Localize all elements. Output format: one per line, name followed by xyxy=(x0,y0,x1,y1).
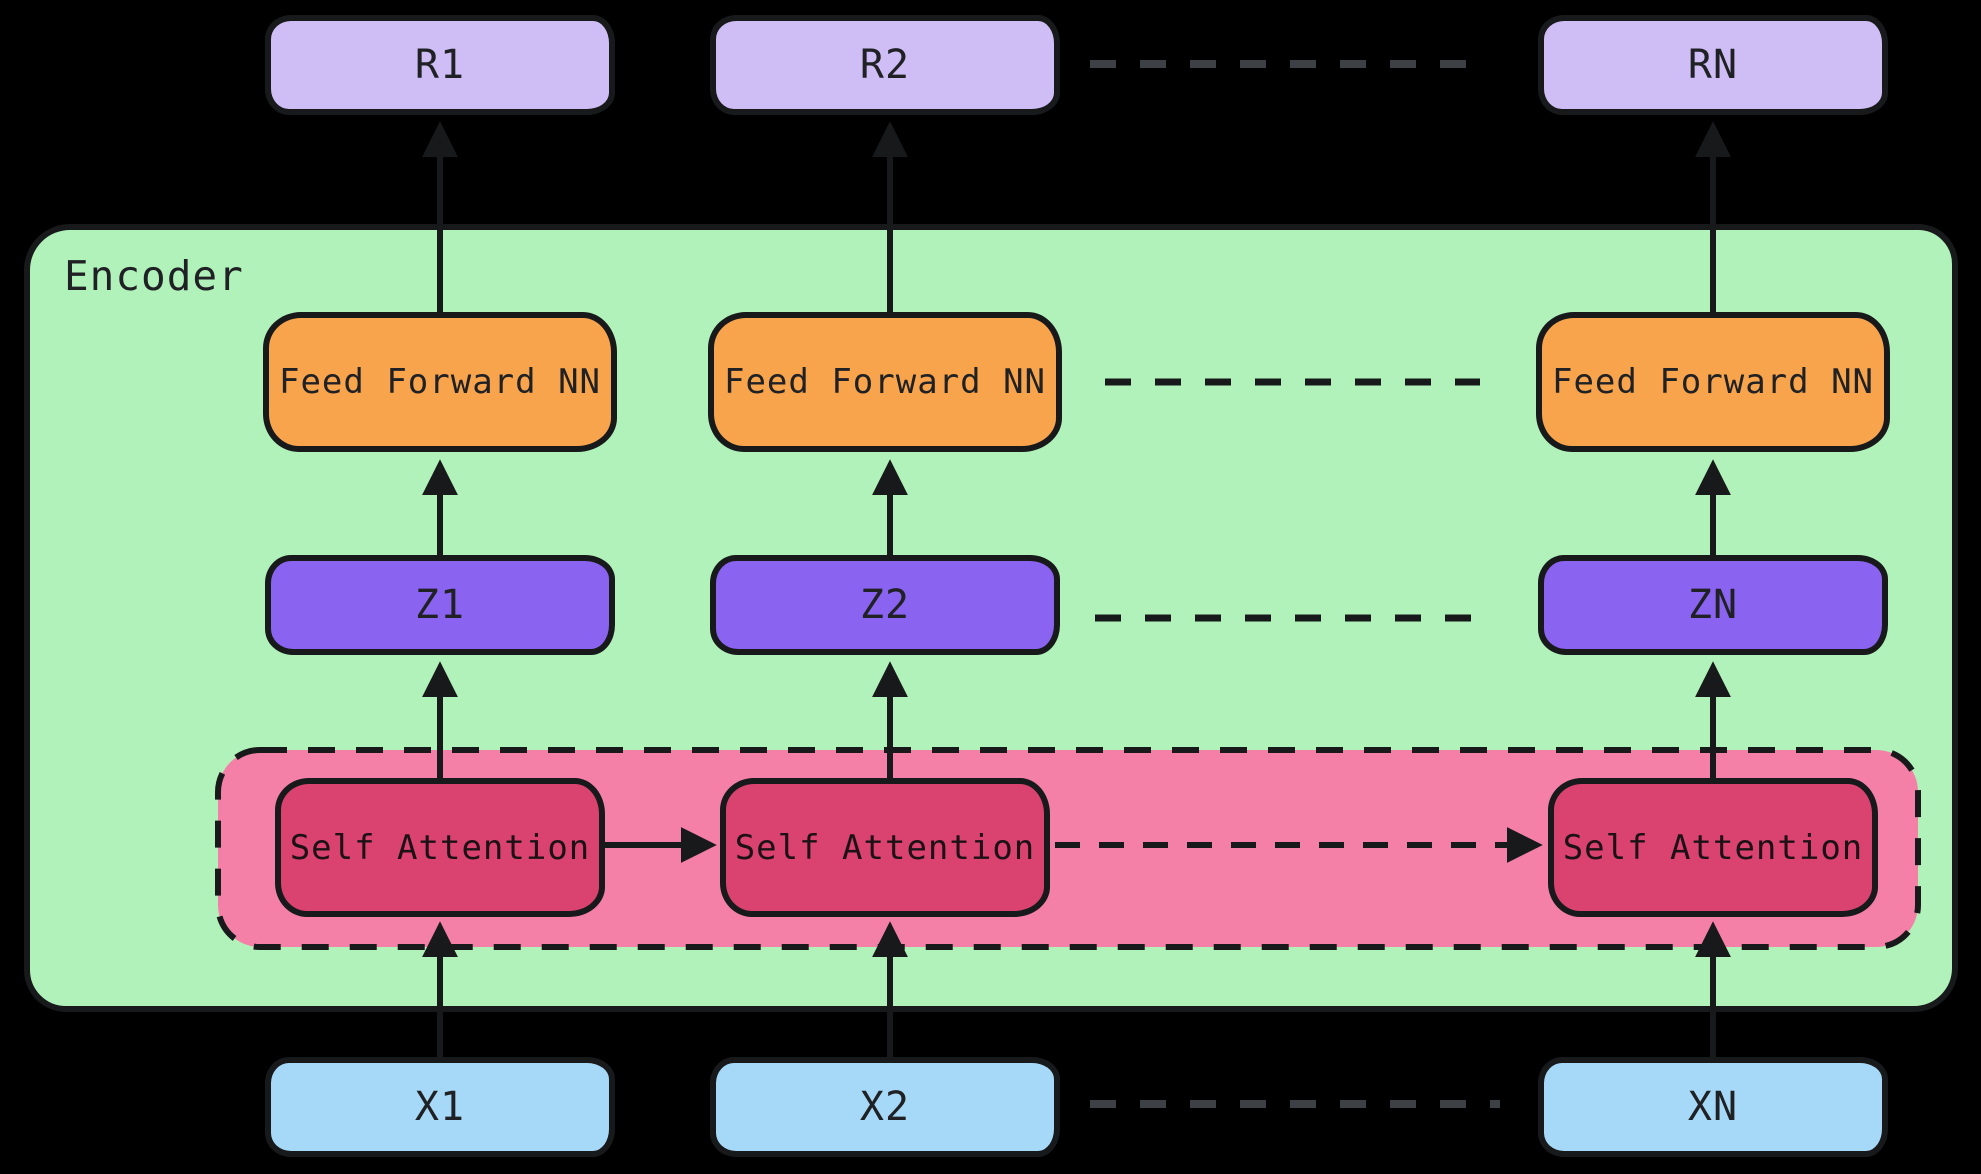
z-box-n: ZN xyxy=(1538,555,1888,655)
output-box-r1: R1 xyxy=(265,15,615,115)
input-box-x2: X2 xyxy=(710,1057,1060,1157)
z-box-1: Z1 xyxy=(265,555,615,655)
self-attention-box-1: Self Attention xyxy=(275,778,605,917)
input-box-x1: X1 xyxy=(265,1057,615,1157)
feed-forward-box-1: Feed Forward NN xyxy=(263,312,617,452)
output-box-r2: R2 xyxy=(710,15,1060,115)
encoder-label: Encoder xyxy=(64,252,244,300)
self-attention-box-2: Self Attention xyxy=(720,778,1050,917)
self-attention-box-n: Self Attention xyxy=(1548,778,1878,917)
feed-forward-box-2: Feed Forward NN xyxy=(708,312,1062,452)
attention-group-container xyxy=(215,747,1921,950)
z-box-2: Z2 xyxy=(710,555,1060,655)
feed-forward-box-n: Feed Forward NN xyxy=(1536,312,1890,452)
input-box-xn: XN xyxy=(1538,1057,1888,1157)
output-box-rn: RN xyxy=(1538,15,1888,115)
